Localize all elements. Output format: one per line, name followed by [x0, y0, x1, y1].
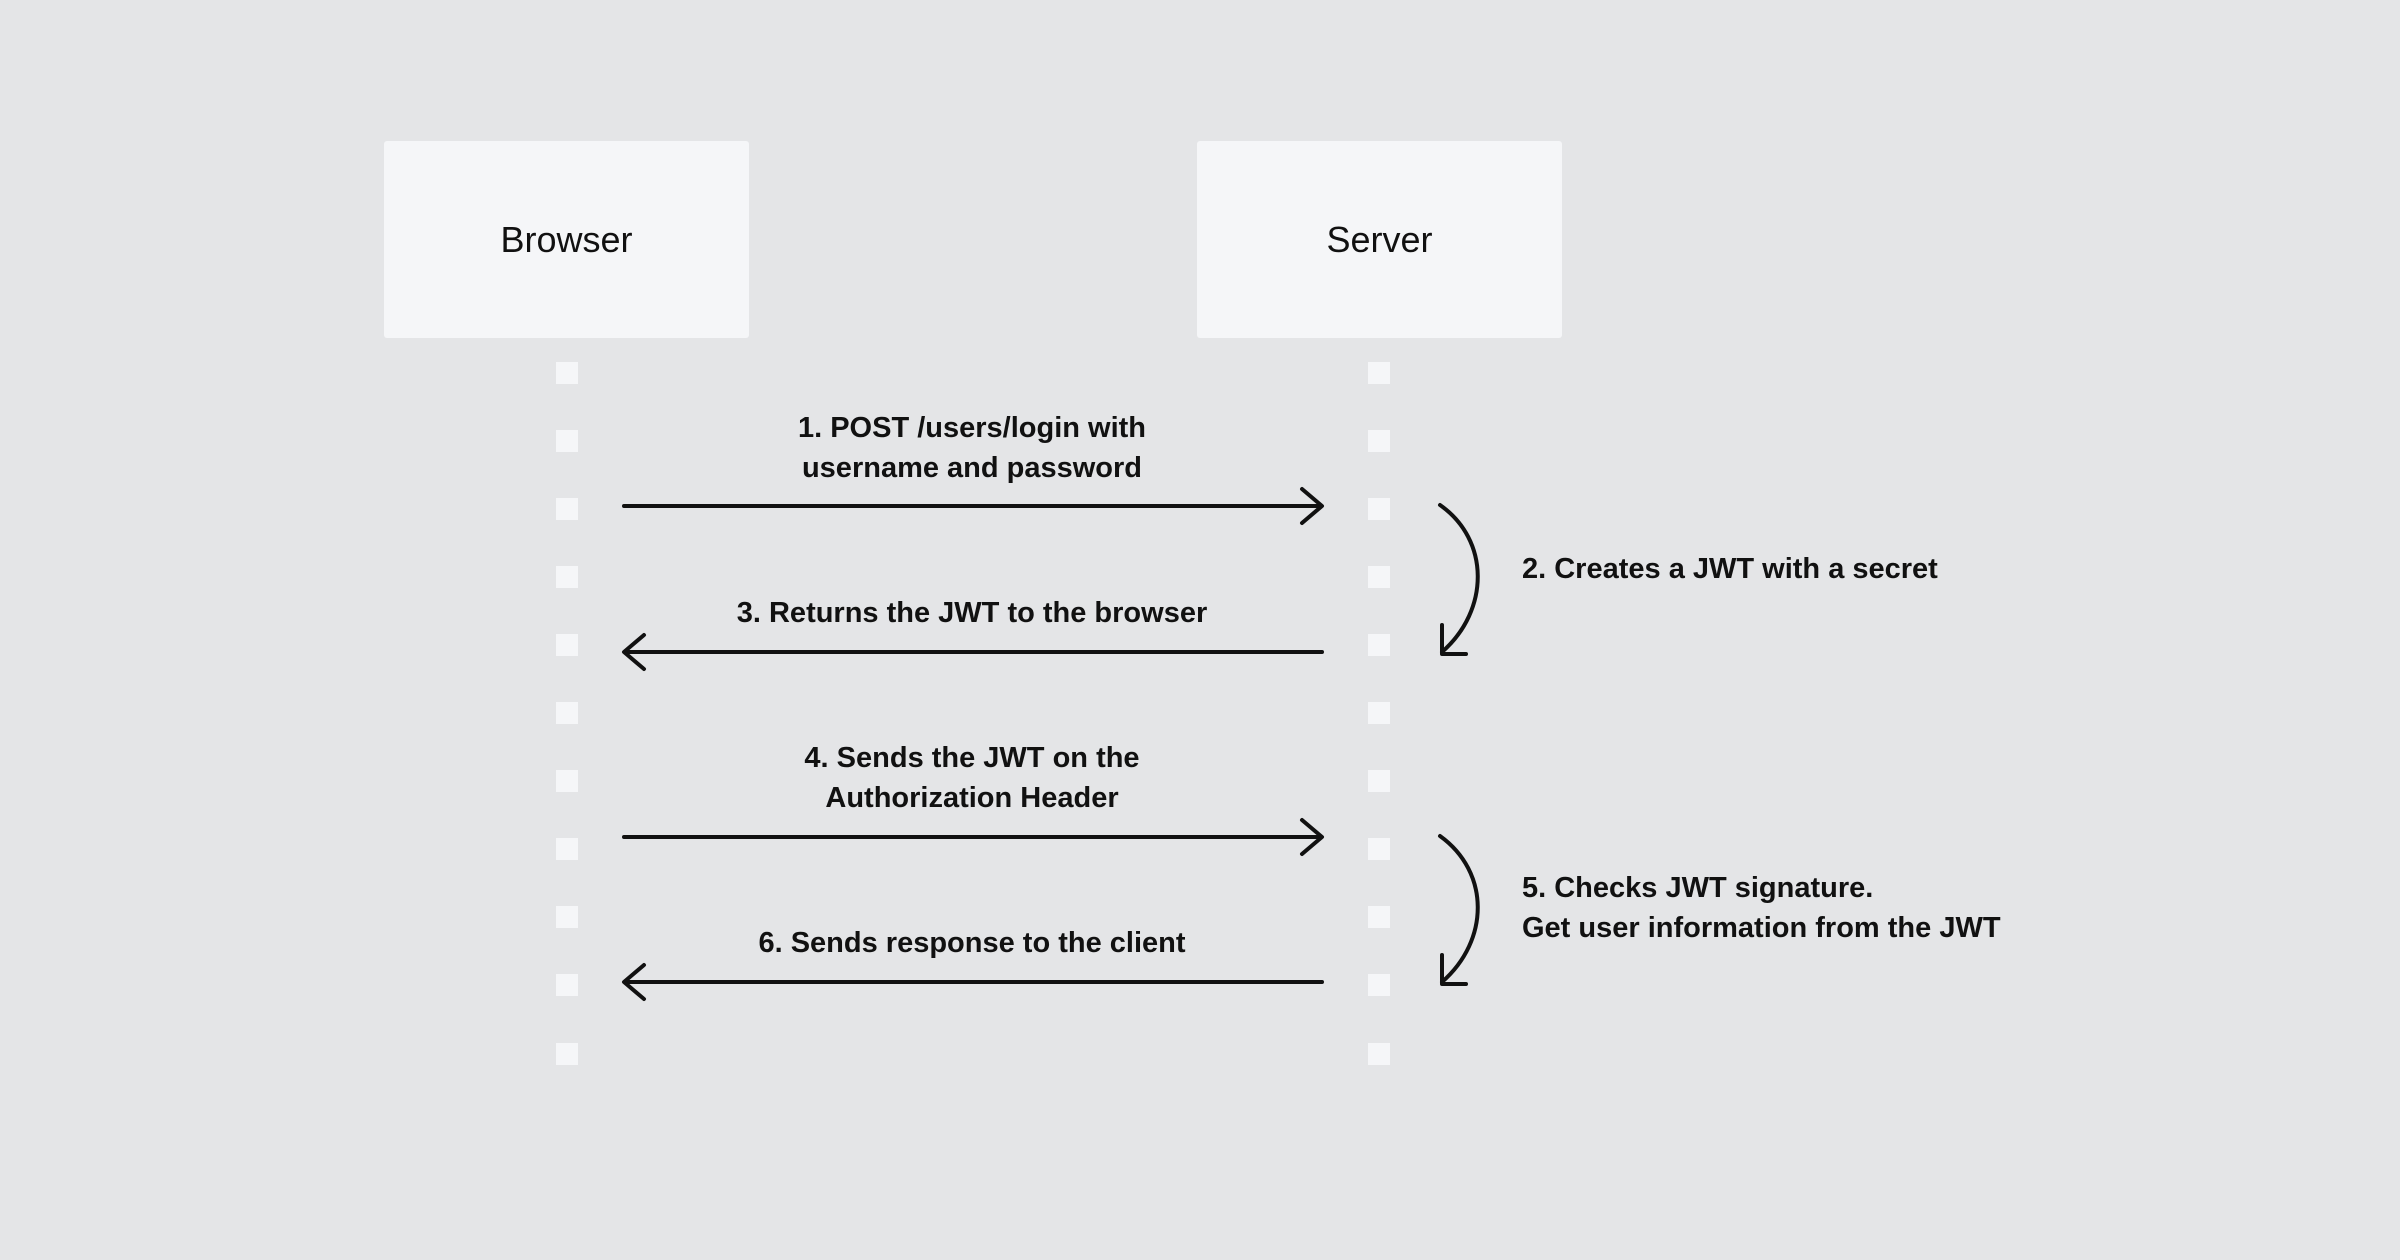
message-4-line-1: 4. Sends the JWT on the [804, 742, 1140, 774]
message-3-label: 3. Returns the JWT to the browser [672, 593, 1272, 633]
message-2-label: 2. Creates a JWT with a secret [1522, 549, 1938, 589]
message-1-line-1: 1. POST /users/login with [797, 412, 1147, 444]
server-box: Server [1197, 141, 1562, 338]
message-2-line-1: 2. Creates a JWT with a secret [1522, 553, 1938, 585]
arrow-3-left [622, 633, 1324, 671]
message-4-line-2: Authorization Header [825, 782, 1119, 814]
server-label: Server [1326, 218, 1433, 260]
arrow-1-right [622, 487, 1324, 525]
message-5-label: 5. Checks JWT signature. Get user inform… [1522, 868, 2001, 948]
browser-lifeline [556, 362, 578, 1065]
message-5-line-1: 5. Checks JWT signature. [1522, 872, 1874, 904]
message-1-line-2: username and password [801, 452, 1143, 484]
arrow-6-left [622, 963, 1324, 1001]
message-1-label: 1. POST /users/login with username and p… [672, 408, 1272, 488]
message-3-line-1: 3. Returns the JWT to the browser [736, 597, 1208, 629]
message-6-label: 6. Sends response to the client [672, 923, 1272, 963]
arrow-2-self [1438, 503, 1480, 656]
message-4-label: 4. Sends the JWT on the Authorization He… [672, 738, 1272, 818]
browser-box: Browser [384, 141, 749, 338]
message-5-line-2: Get user information from the JWT [1522, 912, 2001, 944]
server-lifeline [1368, 362, 1390, 1065]
browser-label: Browser [500, 218, 633, 260]
message-6-line-1: 6. Sends response to the client [758, 927, 1186, 959]
arrow-4-right [622, 818, 1324, 856]
arrow-5-self [1438, 834, 1480, 986]
